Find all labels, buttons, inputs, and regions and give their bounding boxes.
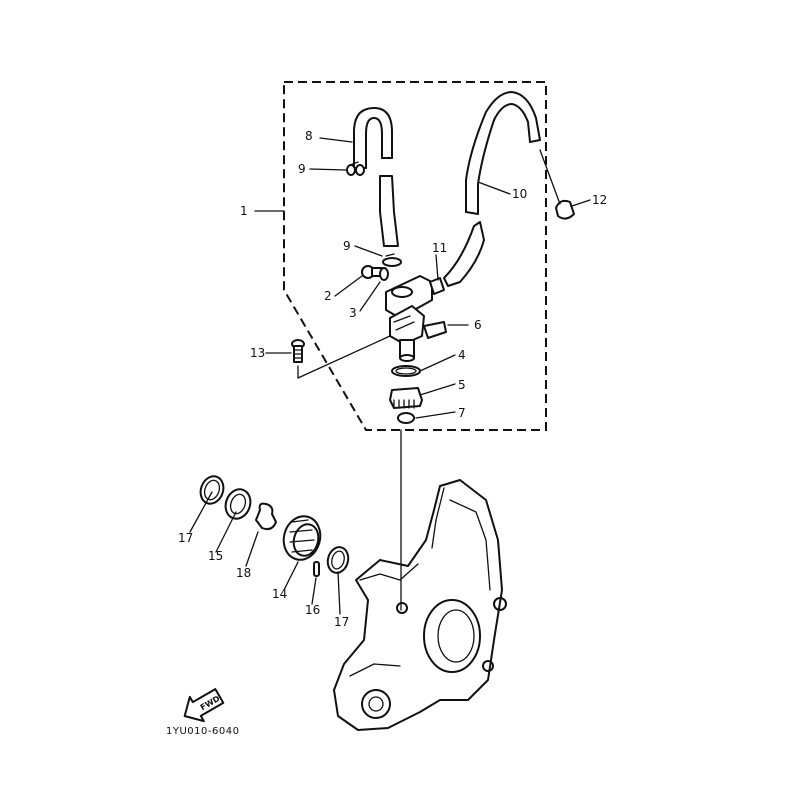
callout-2: 2 xyxy=(324,289,332,303)
part-oil-seal-17-right xyxy=(326,546,350,574)
part-hose-8 xyxy=(353,107,399,247)
part-clip-9-upper xyxy=(346,161,365,176)
part-clip-9-lower xyxy=(382,253,402,267)
part-pipe-6 xyxy=(423,321,447,339)
callout-18: 18 xyxy=(236,566,251,580)
callout-7: 7 xyxy=(458,406,466,420)
callout-11: 11 xyxy=(432,241,447,255)
callout-17-left: 17 xyxy=(178,531,193,545)
part-circlip-7 xyxy=(397,412,415,424)
part-gear-5 xyxy=(389,387,423,409)
callout-15: 15 xyxy=(208,549,223,563)
part-bolt-2 xyxy=(361,265,383,279)
callout-9-lower: 9 xyxy=(343,239,351,253)
part-screw-13 xyxy=(291,339,305,363)
alignment-line-screw xyxy=(297,335,391,379)
part-pin-16 xyxy=(313,561,320,577)
callout-numbers: 1 2 3 4 5 6 7 8 9 9 10 11 12 13 14 15 16… xyxy=(178,129,607,629)
callout-12: 12 xyxy=(592,193,607,207)
callout-5: 5 xyxy=(458,378,466,392)
callout-9-upper: 9 xyxy=(298,162,306,176)
part-washer-15 xyxy=(224,488,252,520)
part-crankcase xyxy=(333,479,507,731)
callout-6: 6 xyxy=(474,318,482,332)
fwd-arrow-icon: FWD xyxy=(183,688,225,723)
callout-8: 8 xyxy=(305,129,313,143)
callout-10: 10 xyxy=(512,187,527,201)
part-washer-3 xyxy=(379,267,389,281)
callout-4: 4 xyxy=(458,348,466,362)
part-oil-seal-17-left xyxy=(199,475,225,505)
diagram-code: 1YU010-6040 xyxy=(166,726,239,737)
callout-13: 13 xyxy=(250,346,265,360)
part-fitting-11 xyxy=(429,277,445,295)
callout-16: 16 xyxy=(305,603,320,617)
callout-3: 3 xyxy=(349,306,357,320)
alignment-line-hose10 xyxy=(539,149,561,205)
callout-14: 14 xyxy=(272,587,287,601)
part-rotor-14 xyxy=(282,515,322,561)
callout-1: 1 xyxy=(240,204,248,218)
part-oil-pump-body xyxy=(385,275,433,362)
part-gasket-18 xyxy=(255,502,277,531)
assembly-boundary xyxy=(283,81,547,431)
callout-leaders xyxy=(189,137,591,615)
callout-17-right: 17 xyxy=(334,615,349,629)
part-hose-10 xyxy=(443,91,541,287)
part-clamp-12 xyxy=(555,199,575,220)
